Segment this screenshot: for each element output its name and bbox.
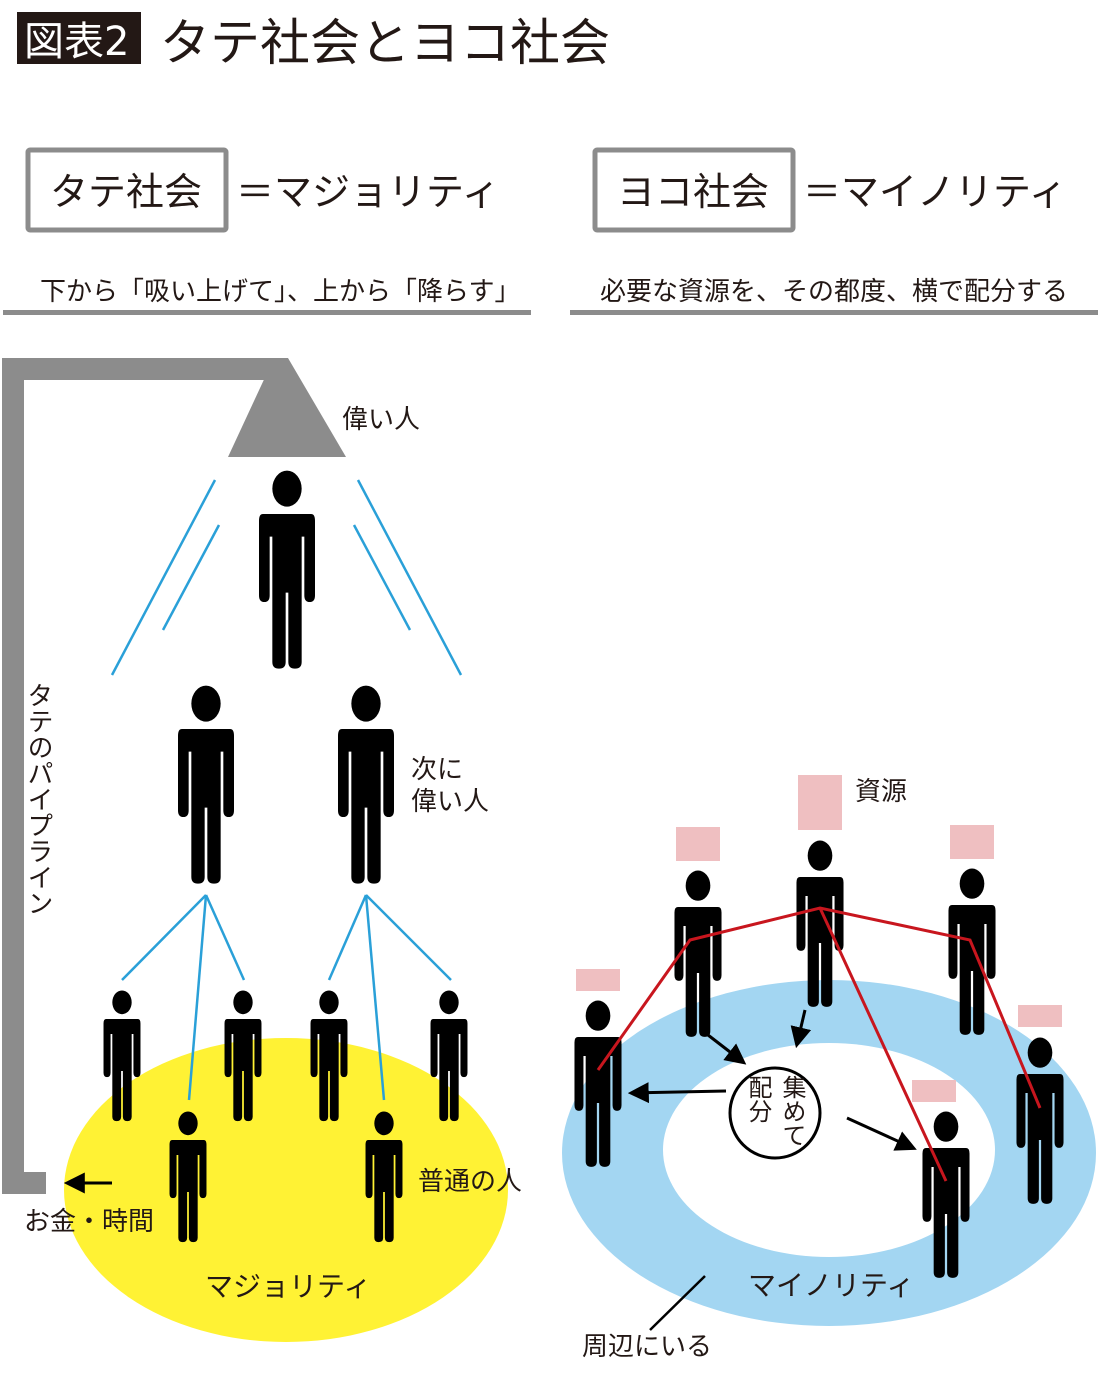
resource-label: 資源 <box>855 777 907 807</box>
figure-badge-bg <box>17 12 141 64</box>
flow-arrows <box>627 1009 917 1151</box>
second-label-line2: 偉い人 <box>411 787 489 817</box>
second-label-line1: 次に <box>411 755 463 785</box>
right-subtitle: 必要な資源を、その都度、横で配分する <box>600 277 1068 307</box>
majority-equals-label: ＝マジョリティ <box>236 170 500 214</box>
distribution-lines <box>121 894 452 1101</box>
rain-lines <box>110 479 463 676</box>
majority-ellipse <box>64 1038 508 1342</box>
resource-block <box>912 1080 956 1102</box>
figure-badge: 図表2 <box>24 19 129 65</box>
person-second-right <box>338 685 394 884</box>
periphery-pointer <box>649 1275 706 1331</box>
right-divider <box>570 310 1098 315</box>
network-link <box>818 907 948 1182</box>
top-person-label: 偉い人 <box>342 405 420 435</box>
tate-box <box>25 147 229 233</box>
resources <box>576 775 1062 1102</box>
tate-box-label: タテ社会 <box>50 170 202 214</box>
minority-equals-label: ＝マイノリティ <box>803 170 1067 214</box>
common-people-label: 普通の人 <box>418 1167 522 1197</box>
shower-head <box>228 358 346 457</box>
hub-distribute-label: 配分 <box>744 1075 772 1123</box>
collect-distribute-hub <box>728 1066 822 1160</box>
resource-block <box>950 825 994 859</box>
page-title: タテ社会とヨコ社会 <box>160 14 610 72</box>
resource-block <box>798 775 842 830</box>
left-subtitle: 下から「吸い上げて」、上から「降らす」 <box>40 277 520 307</box>
resource-block <box>576 969 620 991</box>
yoko-box <box>592 147 796 233</box>
person-second-left <box>178 685 234 884</box>
person-top-boss <box>259 470 315 669</box>
resource-block <box>676 827 720 861</box>
minority-label: マイノリティ <box>748 1269 914 1302</box>
resource-block <box>1018 1005 1062 1027</box>
money-time-label: お金・時間 <box>24 1207 154 1237</box>
yoko-box-label: ヨコ社会 <box>617 170 769 214</box>
periphery-label: 周辺にいる <box>582 1332 712 1362</box>
left-divider <box>3 310 531 315</box>
majority-label: マジョリティ <box>205 1270 371 1303</box>
pipeline-label: タテのパイプライン <box>23 682 53 916</box>
hub-collect-label: 集めて <box>778 1075 806 1147</box>
